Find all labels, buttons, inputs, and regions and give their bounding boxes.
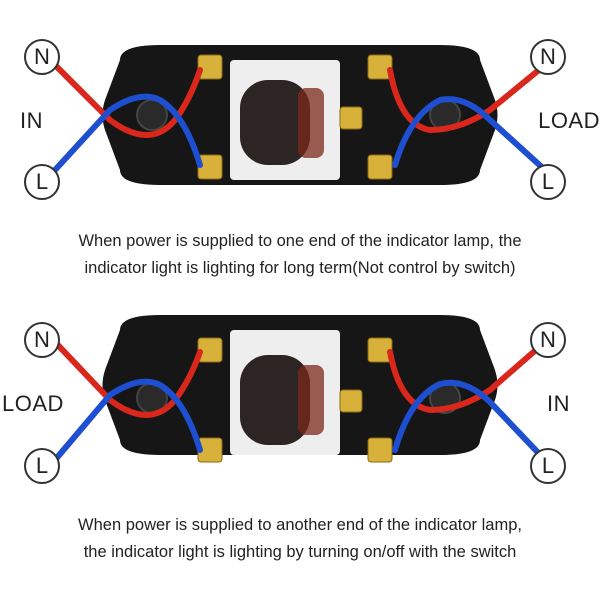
caption-bottom: When power is supplied to another end of… <box>0 512 600 566</box>
node-l-right: L <box>530 448 566 484</box>
wiring-panel-top: N L N L IN LOAD When power is supplied t… <box>0 39 600 282</box>
live-wire-right <box>392 96 548 173</box>
caption-line: the indicator light is lighting by turni… <box>83 543 517 561</box>
node-l-left: L <box>24 164 60 200</box>
terminal-top-left <box>197 54 223 80</box>
live-wire-left <box>52 378 203 463</box>
node-n-right: N <box>530 39 566 75</box>
wiring-panel-bottom: N L N L LOAD IN When power is supplied t… <box>0 300 600 600</box>
terminal-mid-right <box>339 389 363 413</box>
switch-rocker <box>240 355 310 445</box>
node-n-left: N <box>24 39 60 75</box>
left-terminal-label: LOAD <box>2 391 64 416</box>
terminal-bottom-right <box>367 437 393 463</box>
switch-wiring-diagram-top <box>52 45 548 185</box>
node-l-right: L <box>530 164 566 200</box>
neutral-wire-right <box>387 339 548 414</box>
indicator-window <box>298 88 324 158</box>
live-wire-right <box>392 379 548 463</box>
indicator-window <box>298 365 324 435</box>
neutral-wire-left <box>52 339 203 418</box>
caption-line: When power is supplied to one end of the… <box>78 232 522 250</box>
caption-line: When power is supplied to another end of… <box>78 516 522 534</box>
caption-top: When power is supplied to one end of the… <box>0 228 600 282</box>
right-terminal-label: IN <box>547 391 570 416</box>
neutral-wire-right <box>387 62 548 134</box>
terminal-mid-right <box>339 106 363 130</box>
switch-wiring-diagram-bottom <box>52 315 548 463</box>
node-n-right: N <box>530 322 566 358</box>
node-l-left: L <box>24 448 60 484</box>
neutral-wire-left <box>52 62 203 138</box>
live-wire-left <box>52 93 203 173</box>
caption-line: indicator light is lighting for long ter… <box>84 259 516 277</box>
left-terminal-label: IN <box>20 108 43 133</box>
terminal-top-right <box>367 54 393 80</box>
node-n-left: N <box>24 322 60 358</box>
terminal-bottom-right <box>367 154 393 180</box>
right-terminal-label: LOAD <box>538 108 600 133</box>
switch-rocker <box>240 80 310 165</box>
